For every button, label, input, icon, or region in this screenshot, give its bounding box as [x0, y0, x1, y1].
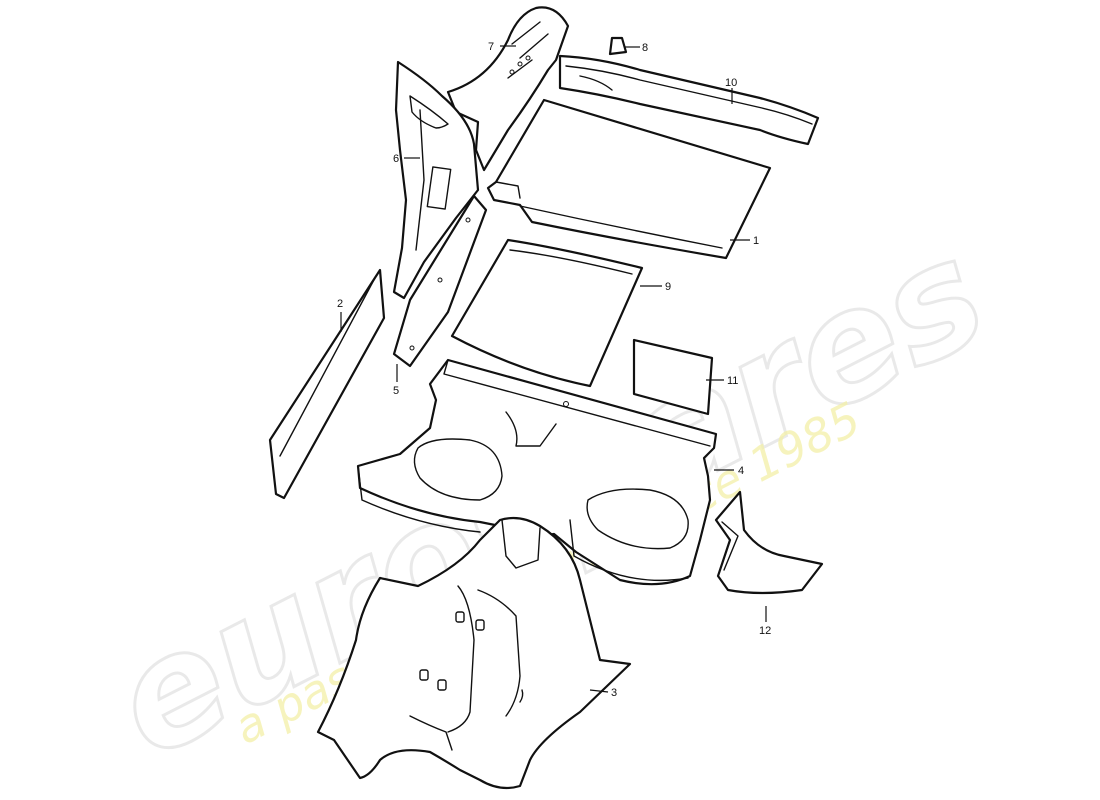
part-1-parcel-tray[interactable]: [486, 98, 772, 260]
callout-labels: 1 2 3 4 5 6 7 8 9 10 11 12: [337, 41, 771, 699]
part-6-side-trim[interactable]: [392, 60, 480, 300]
callout-1[interactable]: 1: [753, 235, 759, 247]
callout-4[interactable]: 4: [738, 465, 744, 477]
callout-6[interactable]: 6: [393, 153, 399, 165]
part-7-pillar-trim[interactable]: [446, 6, 570, 172]
callout-8[interactable]: 8: [642, 42, 648, 54]
callout-3[interactable]: 3: [611, 687, 617, 699]
part-3-front-floor-trim[interactable]: [316, 516, 632, 790]
callout-12[interactable]: 12: [759, 625, 771, 637]
part-5-trim-strip[interactable]: [392, 194, 488, 368]
part-9-floor-panel[interactable]: [450, 238, 644, 388]
part-4-rear-floor-trim[interactable]: [356, 358, 718, 586]
callout-10[interactable]: 10: [725, 77, 737, 89]
callout-2[interactable]: 2: [337, 298, 343, 310]
callout-7[interactable]: 7: [488, 41, 494, 53]
part-12-corner-panel[interactable]: [714, 490, 824, 595]
part-10-rear-rail[interactable]: [558, 54, 820, 146]
callout-11[interactable]: 11: [727, 375, 738, 387]
callout-9[interactable]: 9: [665, 281, 671, 293]
callout-5[interactable]: 5: [393, 385, 399, 397]
callout-leaders: [340, 45, 767, 693]
part-11-insulation-pad[interactable]: [632, 338, 714, 416]
leader-3: [589, 689, 609, 693]
part-8-clip[interactable]: [608, 36, 628, 56]
part-2-side-panel[interactable]: [268, 268, 386, 500]
